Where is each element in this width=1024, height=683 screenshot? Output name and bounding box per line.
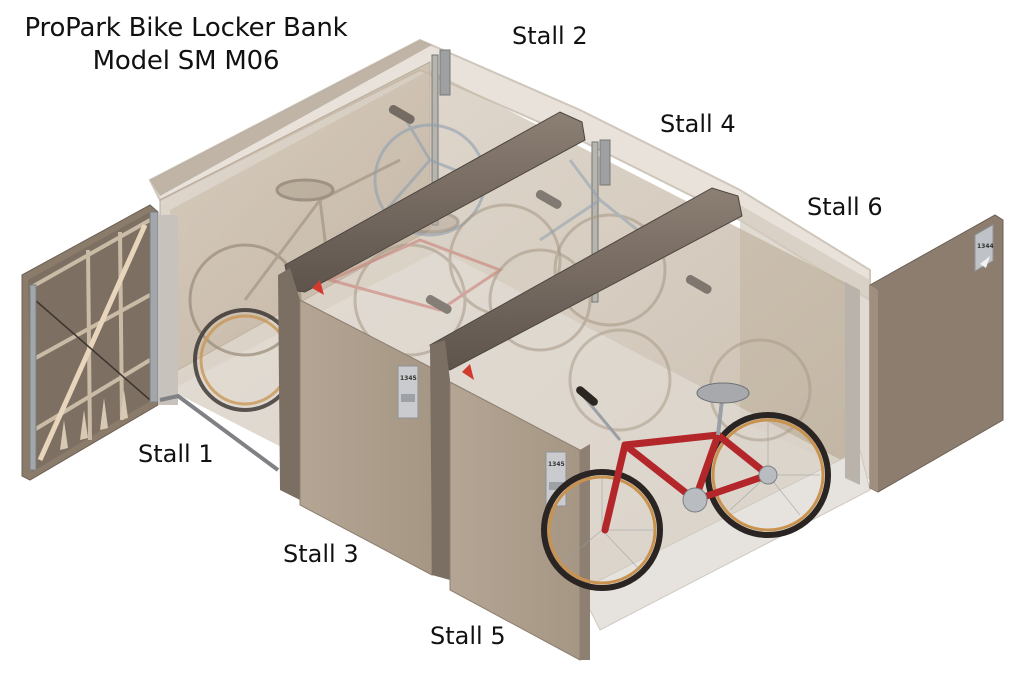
stall-5-plate-number: 1345 — [548, 461, 565, 468]
title-line-1: ProPark Bike Locker Bank — [24, 13, 348, 43]
stall-3-lock-plate[interactable]: 1345 — [397, 365, 419, 419]
bike-stall-4 — [488, 159, 712, 352]
rear-hinges — [431, 49, 611, 303]
label-stall-5: Stall 5 — [430, 622, 506, 650]
label-stall-2: Stall 2 — [512, 22, 588, 50]
stall-3-plate-number: 1345 — [400, 375, 417, 382]
stall-1-door[interactable] — [21, 204, 178, 481]
red-bike-stall-5 — [541, 382, 831, 591]
stall-6-frame-post — [845, 282, 860, 485]
stall-5-door[interactable]: 1345 — [430, 340, 590, 661]
diagram-title: ProPark Bike Locker Bank Model SM M06 — [6, 12, 366, 78]
stall-1-floor-rail — [159, 393, 280, 472]
stall-6-door[interactable]: 1344 — [869, 214, 1004, 493]
label-stall-3: Stall 3 — [283, 540, 359, 568]
lock-latch-icon — [980, 256, 990, 268]
stall-6-plate-number: 1344 — [977, 243, 994, 250]
label-stall-4: Stall 4 — [660, 110, 736, 138]
stall-6-lock-plate[interactable]: 1344 — [974, 223, 994, 272]
label-stall-1: Stall 1 — [138, 440, 214, 468]
beam-clips — [312, 280, 474, 380]
title-line-2: Model SM M06 — [92, 46, 280, 76]
label-stall-6: Stall 6 — [807, 193, 883, 221]
